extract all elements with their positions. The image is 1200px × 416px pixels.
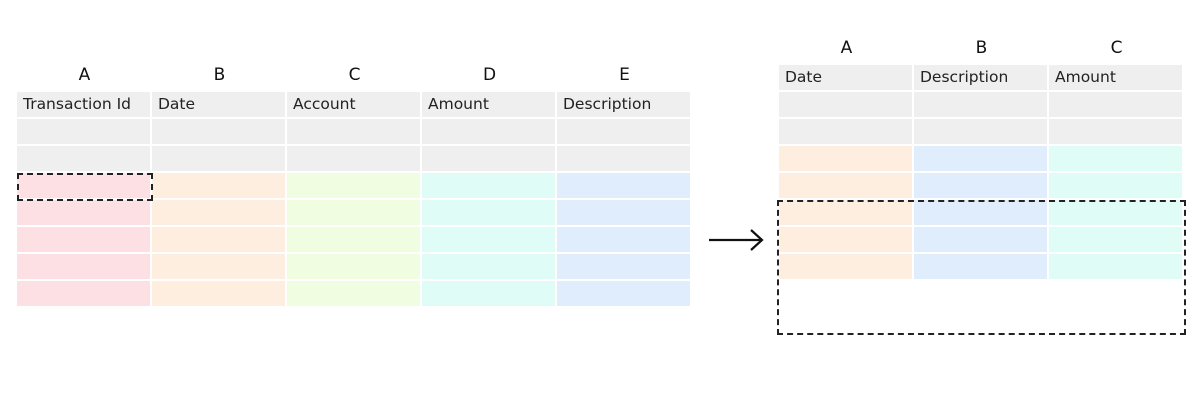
- source-cell[interactable]: [557, 173, 690, 198]
- column-letter-e: E: [619, 65, 630, 85]
- source-cell[interactable]: [287, 281, 420, 306]
- header-transaction-id[interactable]: Transaction Id: [17, 92, 150, 117]
- target-cell[interactable]: [1049, 200, 1182, 225]
- source-cell[interactable]: [17, 254, 150, 279]
- target-grid: Date Description Amount: [779, 65, 1182, 279]
- source-cell[interactable]: [17, 200, 150, 225]
- source-grid: Transaction Id Date Account Amount Descr…: [17, 92, 690, 306]
- source-cell[interactable]: [152, 281, 285, 306]
- source-cell[interactable]: [557, 200, 690, 225]
- target-cell[interactable]: [914, 92, 1047, 117]
- source-column-letters: A B C D E: [17, 62, 692, 88]
- target-cell[interactable]: [779, 173, 912, 198]
- target-cell[interactable]: [1049, 146, 1182, 171]
- target-cell[interactable]: [914, 227, 1047, 252]
- column-letter-d: D: [482, 65, 497, 85]
- header-account[interactable]: Account: [287, 92, 420, 117]
- column-letter-b: B: [213, 65, 226, 85]
- target-cell[interactable]: [914, 146, 1047, 171]
- target-cell[interactable]: [779, 227, 912, 252]
- source-cell[interactable]: [17, 146, 150, 171]
- column-letter-a: A: [78, 65, 91, 85]
- source-cell[interactable]: [287, 119, 420, 144]
- column-letter-a: A: [840, 38, 853, 58]
- column-letter-c: C: [1110, 38, 1123, 58]
- header-description[interactable]: Description: [914, 65, 1047, 90]
- target-cell[interactable]: [914, 173, 1047, 198]
- source-cell[interactable]: [557, 254, 690, 279]
- source-cell[interactable]: [17, 227, 150, 252]
- source-cell[interactable]: [422, 173, 555, 198]
- target-cell[interactable]: [779, 254, 912, 279]
- source-cell[interactable]: [422, 146, 555, 171]
- source-cell[interactable]: [422, 119, 555, 144]
- source-cell[interactable]: [152, 173, 285, 198]
- target-cell[interactable]: [1049, 173, 1182, 198]
- target-cell[interactable]: [914, 119, 1047, 144]
- target-column-letters: A B C: [779, 35, 1184, 61]
- source-cell[interactable]: [557, 227, 690, 252]
- source-cell[interactable]: [287, 146, 420, 171]
- header-date[interactable]: Date: [152, 92, 285, 117]
- column-letter-b: B: [975, 38, 988, 58]
- source-cell[interactable]: [557, 281, 690, 306]
- target-cell[interactable]: [779, 119, 912, 144]
- target-cell[interactable]: [914, 254, 1047, 279]
- source-cell[interactable]: [557, 119, 690, 144]
- source-cell[interactable]: [557, 146, 690, 171]
- source-cell[interactable]: [152, 227, 285, 252]
- header-amount[interactable]: Amount: [1049, 65, 1182, 90]
- target-cell[interactable]: [1049, 92, 1182, 117]
- source-cell[interactable]: [152, 254, 285, 279]
- source-cell[interactable]: [422, 281, 555, 306]
- source-cell[interactable]: [17, 173, 150, 198]
- target-sheet: A B C Date Description Amount: [777, 35, 1186, 337]
- source-cell[interactable]: [17, 281, 150, 306]
- source-cell[interactable]: [287, 173, 420, 198]
- source-cell[interactable]: [422, 254, 555, 279]
- column-letter-c: C: [348, 65, 361, 85]
- source-cell[interactable]: [287, 227, 420, 252]
- target-cell[interactable]: [1049, 227, 1182, 252]
- target-cell[interactable]: [1049, 254, 1182, 279]
- target-cell[interactable]: [779, 200, 912, 225]
- source-cell[interactable]: [152, 146, 285, 171]
- target-cell[interactable]: [1049, 119, 1182, 144]
- source-cell[interactable]: [17, 119, 150, 144]
- source-cell[interactable]: [287, 200, 420, 225]
- target-cell[interactable]: [914, 200, 1047, 225]
- source-cell[interactable]: [422, 200, 555, 225]
- header-amount[interactable]: Amount: [422, 92, 555, 117]
- source-cell[interactable]: [287, 254, 420, 279]
- source-cell[interactable]: [422, 227, 555, 252]
- header-date[interactable]: Date: [779, 65, 912, 90]
- source-cell[interactable]: [152, 200, 285, 225]
- source-sheet: A B C D E Transaction Id Date Account Am…: [17, 62, 693, 312]
- header-description[interactable]: Description: [557, 92, 690, 117]
- target-cell[interactable]: [779, 92, 912, 117]
- target-cell[interactable]: [779, 146, 912, 171]
- source-cell[interactable]: [152, 119, 285, 144]
- right-arrow-icon: [709, 229, 764, 251]
